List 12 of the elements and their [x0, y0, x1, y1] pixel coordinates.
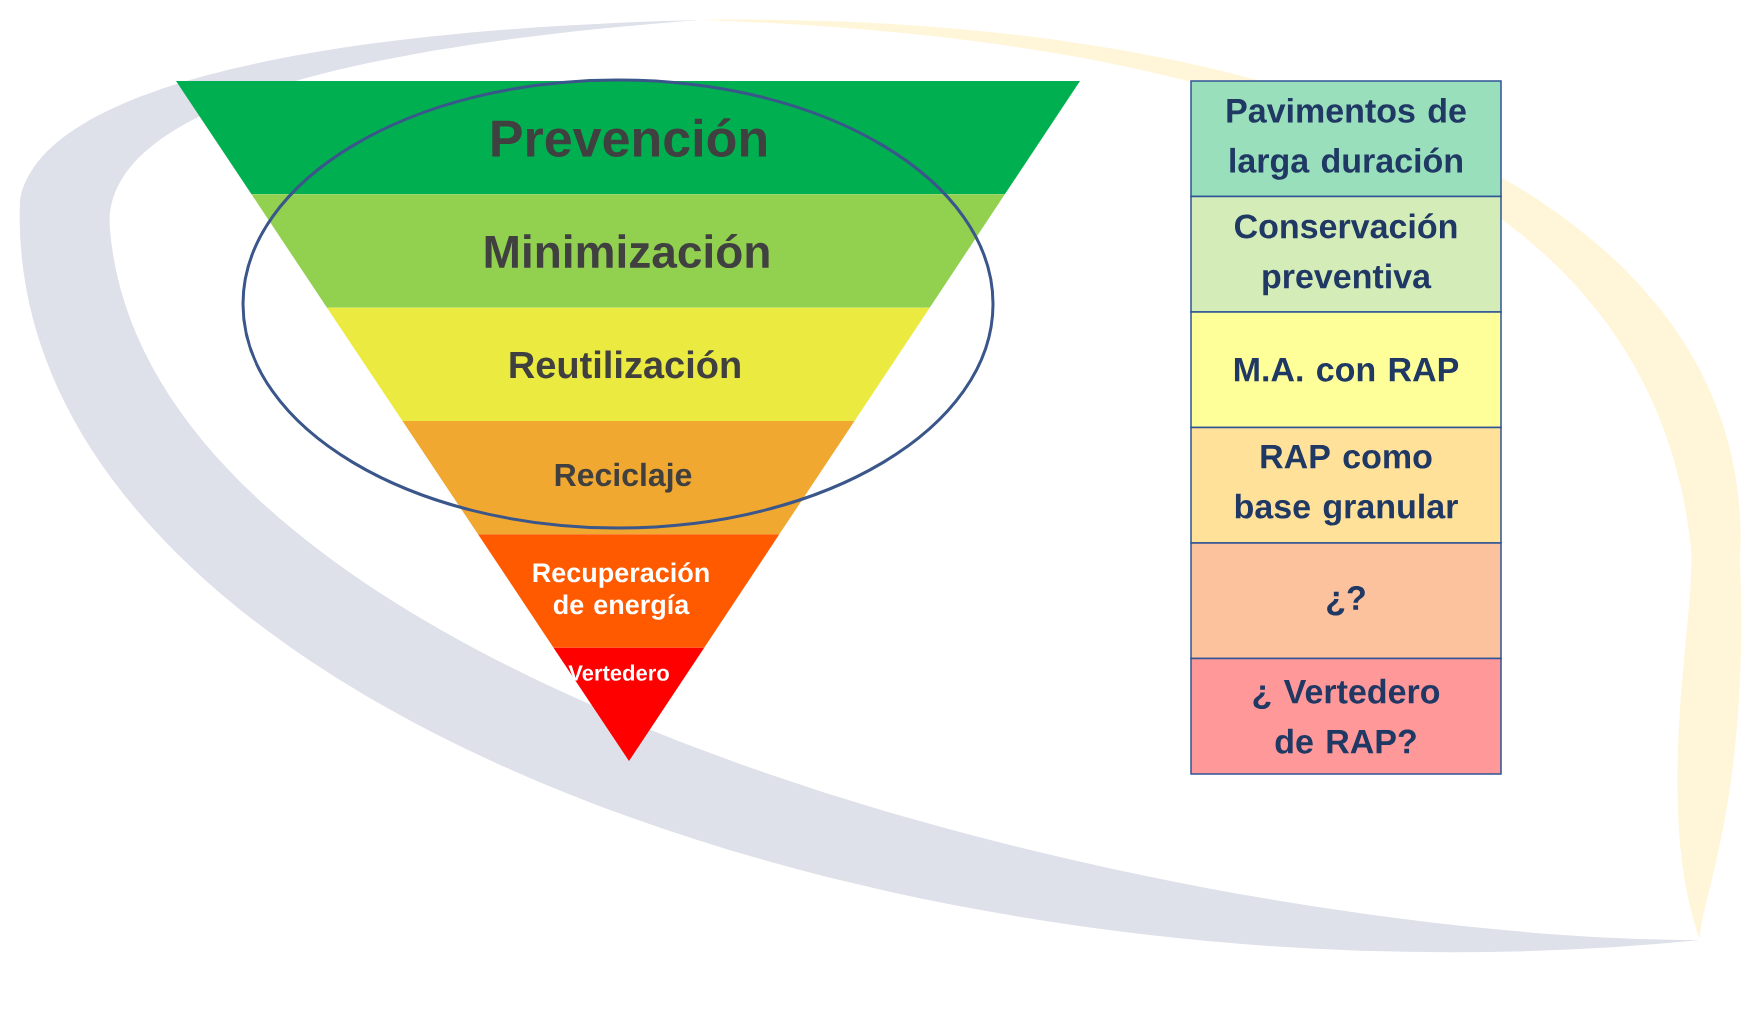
pyramid-band: Reciclaje — [402, 421, 855, 535]
category-box: M.A. con RAP — [1190, 311, 1502, 429]
pyramid-band: Prevención — [176, 81, 1080, 195]
category-box: RAP como base granular — [1190, 426, 1502, 544]
pyramid-band: Recuperación de energía — [478, 534, 780, 648]
pyramid-band: Vertedero — [553, 647, 705, 761]
category-box: ¿? — [1190, 542, 1502, 660]
category-box: Conservación preventiva — [1190, 195, 1502, 313]
pyramid-band: Minimización — [251, 194, 1005, 308]
category-box: Pavimentos de larga duración — [1190, 80, 1502, 198]
pyramid-band: Reutilización — [327, 307, 930, 421]
category-box: ¿ Vertedero de RAP? — [1190, 657, 1502, 775]
